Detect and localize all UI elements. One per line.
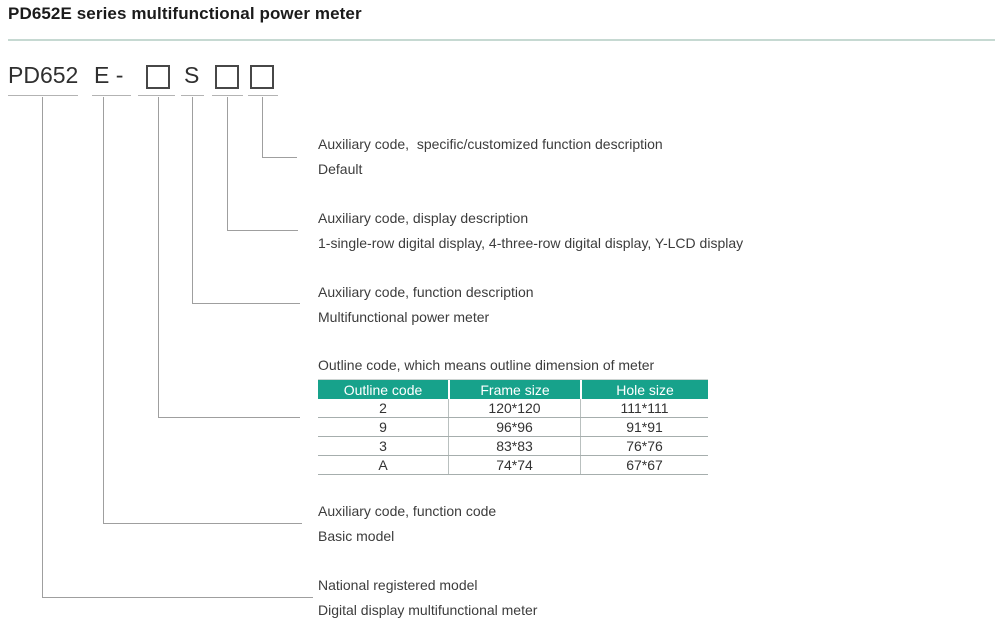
segment-underline bbox=[212, 95, 243, 96]
annotation-line: Basic model bbox=[318, 527, 395, 544]
annotation-auxiliary-custom: Auxiliary code, specific/customized func… bbox=[318, 132, 663, 181]
table-header-row: Outline code Frame size Hole size bbox=[318, 380, 708, 399]
table-header-hole-size: Hole size bbox=[580, 380, 708, 399]
annotation-line: Auxiliary code, specific/customized func… bbox=[318, 136, 663, 152]
connector-line-function bbox=[192, 303, 300, 304]
table-header-frame-size: Frame size bbox=[448, 380, 580, 399]
table-cell: 83*83 bbox=[448, 437, 580, 455]
connector-line-national bbox=[42, 97, 43, 597]
table-cell: 74*74 bbox=[448, 456, 580, 474]
outline-code-box bbox=[146, 65, 170, 89]
model-code-function-letter: S bbox=[184, 62, 200, 88]
connector-line-outline bbox=[158, 417, 300, 418]
annotation-line: Default bbox=[318, 160, 363, 177]
table-header-outline-code: Outline code bbox=[318, 380, 448, 399]
annotation-line: Digital display multifunctional meter bbox=[318, 601, 538, 618]
connector-line-function bbox=[192, 97, 193, 303]
table-cell: 9 bbox=[379, 419, 387, 435]
page-title: PD652E series multifunctional power mete… bbox=[8, 4, 362, 23]
table-row: A 74*74 67*67 bbox=[318, 456, 708, 475]
annotation-outline-code: Outline code, which means outline dimens… bbox=[318, 353, 654, 378]
connector-line-custom bbox=[262, 157, 297, 158]
model-code-function-code: E - bbox=[94, 62, 124, 88]
table-cell: 111*111 bbox=[580, 399, 708, 417]
model-code-prefix: PD652 bbox=[8, 62, 79, 88]
segment-underline bbox=[138, 95, 175, 96]
table-cell: 2 bbox=[379, 400, 387, 416]
table-cell: 91*91 bbox=[580, 418, 708, 436]
table-cell: 96*96 bbox=[448, 418, 580, 436]
annotation-auxiliary-display: Auxiliary code, display description 1-si… bbox=[318, 206, 743, 255]
annotation-line: Auxiliary code, display description bbox=[318, 210, 529, 226]
annotation-line: Auxiliary code, function code bbox=[318, 503, 497, 519]
table-cell: 120*120 bbox=[448, 399, 580, 417]
connector-line-function-code bbox=[103, 97, 104, 523]
annotation-line: Outline code, which means outline dimens… bbox=[318, 357, 655, 373]
connector-line-display bbox=[227, 230, 298, 231]
connector-line-national bbox=[42, 597, 313, 598]
display-code-box bbox=[215, 65, 239, 89]
segment-underline bbox=[92, 95, 131, 96]
outline-dimension-table: Outline code Frame size Hole size 2 120*… bbox=[318, 379, 708, 475]
annotation-line: National registered model bbox=[318, 577, 478, 593]
title-divider bbox=[8, 39, 995, 41]
annotation-function-code: Auxiliary code, function code Basic mode… bbox=[318, 499, 496, 548]
table-row: 2 120*120 111*111 bbox=[318, 399, 708, 418]
annotation-national-model: National registered model Digital displa… bbox=[318, 573, 537, 622]
annotation-auxiliary-function: Auxiliary code, function description Mul… bbox=[318, 280, 534, 329]
annotation-line: 1-single-row digital display, 4-three-ro… bbox=[318, 234, 744, 251]
connector-line-function-code bbox=[103, 523, 302, 524]
table-cell: A bbox=[378, 457, 388, 473]
connector-line-display bbox=[227, 97, 228, 230]
table-cell: 3 bbox=[379, 438, 387, 454]
annotation-line: Auxiliary code, function description bbox=[318, 284, 534, 300]
segment-underline bbox=[8, 95, 78, 96]
connector-line-custom bbox=[262, 97, 263, 157]
segment-underline bbox=[248, 95, 278, 96]
table-cell: 76*76 bbox=[580, 437, 708, 455]
segment-underline bbox=[181, 95, 204, 96]
table-row: 9 96*96 91*91 bbox=[318, 418, 708, 437]
connector-line-outline bbox=[158, 97, 159, 417]
annotation-line: Multifunctional power meter bbox=[318, 308, 490, 325]
auxiliary-code-box bbox=[250, 65, 274, 89]
table-cell: 67*67 bbox=[580, 456, 708, 474]
table-row: 3 83*83 76*76 bbox=[318, 437, 708, 456]
